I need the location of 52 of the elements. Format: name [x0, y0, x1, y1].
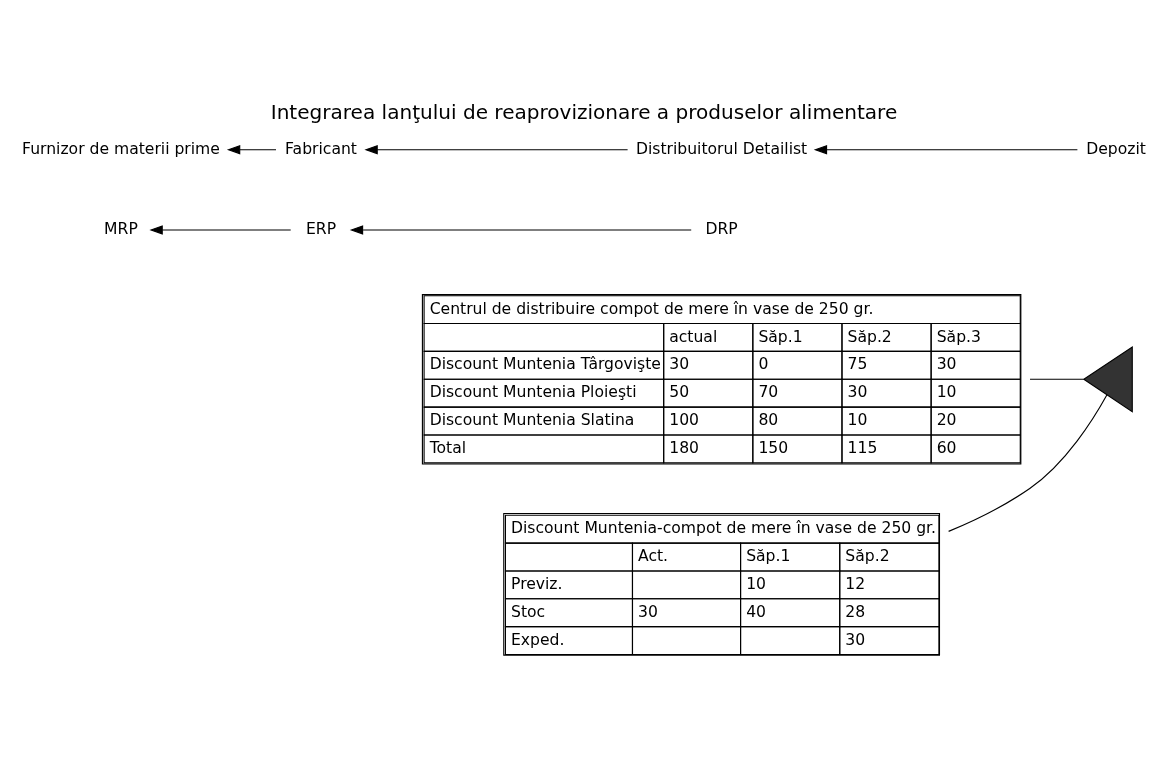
arrow	[226, 145, 277, 155]
label: Exped.	[511, 630, 565, 649]
label: 20	[936, 411, 957, 430]
label: 115	[847, 439, 878, 458]
label: 10	[936, 383, 957, 402]
label: 60	[936, 439, 957, 458]
label: 150	[758, 439, 789, 458]
label: 40	[746, 602, 766, 621]
arrow	[349, 225, 692, 235]
label: Săp.1	[746, 547, 791, 566]
label: Discount Muntenia Ploieşti	[429, 383, 637, 402]
label: Previz.	[511, 575, 563, 593]
arrow	[813, 145, 1078, 155]
arrow	[364, 145, 629, 155]
label: 10	[746, 575, 766, 593]
label: 28	[845, 602, 866, 621]
label: Stoc	[511, 602, 546, 621]
node-text: Fabricant	[285, 139, 357, 158]
label: Discount Muntenia Târgovişte	[429, 355, 661, 374]
node-text: ERP	[305, 220, 337, 239]
label: 30	[669, 355, 690, 374]
connector	[1029, 378, 1085, 380]
arrow	[149, 225, 292, 235]
diagram-title: Integrarea lanţului de reaprovizionare a produselor alimentare	[270, 99, 898, 124]
label: 180	[669, 439, 700, 458]
label: 70	[758, 383, 779, 402]
label: Act.	[638, 547, 669, 566]
node-text: MRP	[104, 220, 138, 239]
label: 80	[758, 411, 779, 430]
label: 30	[845, 630, 866, 649]
label: 10	[847, 411, 868, 430]
label: 30	[936, 355, 957, 374]
label: 75	[847, 355, 868, 374]
node-triangle	[1082, 345, 1133, 413]
label: Săp.2	[845, 547, 890, 566]
label: Total	[429, 439, 467, 458]
label: Discount Muntenia Slatina	[429, 411, 635, 430]
label: 30	[847, 383, 868, 402]
label: Săp.3	[936, 327, 981, 346]
label: 30	[638, 602, 658, 621]
connector	[948, 394, 1108, 532]
node-text: Distribuitorul Detailist	[636, 139, 808, 158]
label: 100	[669, 411, 700, 430]
label: 12	[845, 575, 866, 593]
label: Săp.2	[847, 327, 892, 346]
label: actual	[669, 327, 718, 346]
label: 50	[669, 383, 690, 402]
label: 0	[758, 355, 769, 374]
node-text: Depozit	[1086, 139, 1146, 158]
label: Săp.1	[758, 327, 803, 346]
node-text: DRP	[705, 220, 738, 239]
node-text: Furnizor de materii prime	[22, 139, 220, 158]
